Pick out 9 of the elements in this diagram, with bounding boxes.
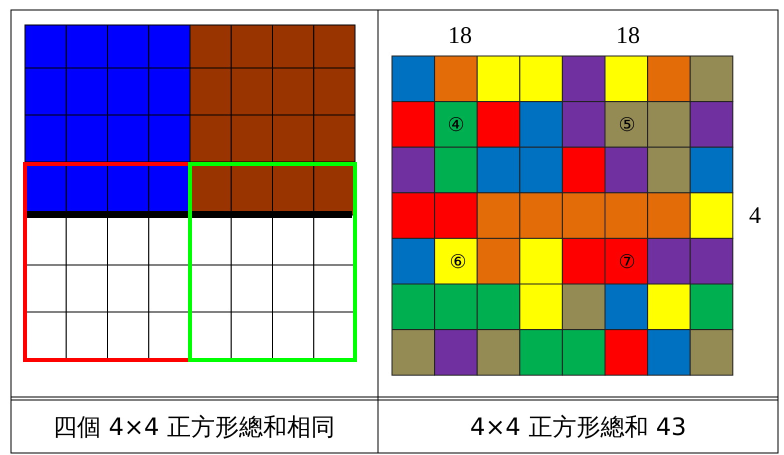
circled-number: ⑥ (450, 252, 466, 272)
caption-text: 四個 4×4 正方形總和相同 (53, 415, 335, 439)
circled-number: ⑦ (618, 252, 636, 272)
row-sum: 4 (749, 204, 761, 228)
circled-number: ⑤ (618, 116, 636, 134)
circled-number: ④ (448, 116, 464, 134)
column-sum: 18 (616, 24, 640, 48)
caption-text: 4×4 正方形總和 43 (470, 415, 686, 439)
column-sum: 18 (448, 24, 472, 48)
